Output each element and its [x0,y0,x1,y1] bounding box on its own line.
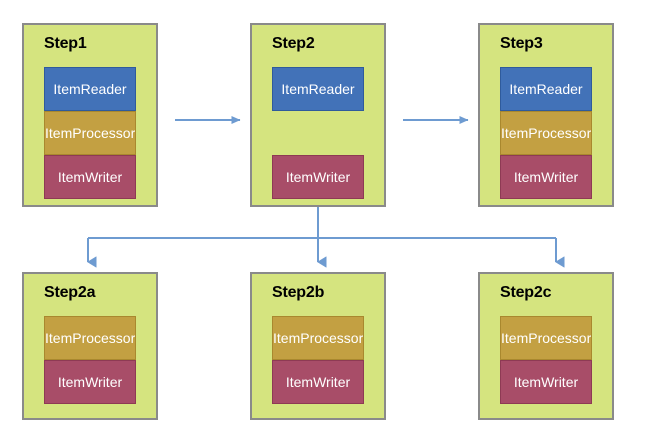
band-writer-step3[interactable]: ItemWriter [500,155,592,199]
band-processor-step1[interactable]: ItemProcessor [44,111,136,155]
step-title-step2c: Step2c [500,284,552,301]
band-processor-step2b[interactable]: ItemProcessor [272,316,364,360]
step-title-step2b: Step2b [272,284,325,301]
band-writer-step2[interactable]: ItemWriter [272,155,364,199]
band-reader-step3[interactable]: ItemReader [500,67,592,111]
band-reader-step1[interactable]: ItemReader [44,67,136,111]
band-writer-step2b[interactable]: ItemWriter [272,360,364,404]
band-processor-step2c[interactable]: ItemProcessor [500,316,592,360]
band-processor-step3[interactable]: ItemProcessor [500,111,592,155]
band-spacer-step2 [272,111,364,155]
band-writer-step1[interactable]: ItemWriter [44,155,136,199]
band-writer-step2a[interactable]: ItemWriter [44,360,136,404]
branch-tree-from-step2 [88,207,556,239]
band-processor-step2a[interactable]: ItemProcessor [44,316,136,360]
band-writer-step2c[interactable]: ItemWriter [500,360,592,404]
step-title-step3: Step3 [500,35,543,52]
step-title-step2a: Step2a [44,284,96,301]
step-title-step2: Step2 [272,35,315,52]
band-reader-step2[interactable]: ItemReader [272,67,364,111]
step-title-step1: Step1 [44,35,87,52]
